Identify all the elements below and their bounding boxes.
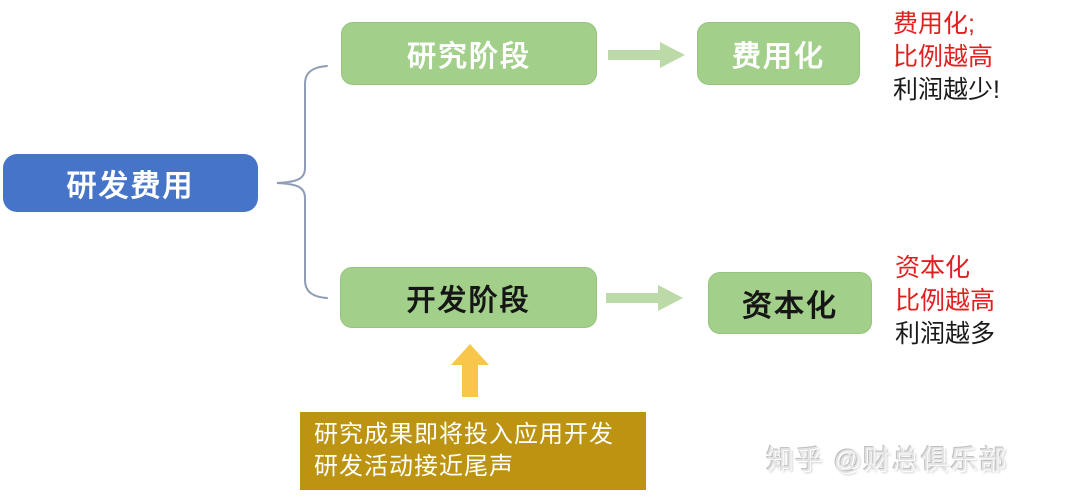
arrow-up-icon [451, 344, 489, 397]
development-stage-node: 开发阶段 [340, 267, 597, 328]
expensing-note-line2: 比例越高 [893, 43, 994, 71]
watermark: 知乎 @财总俱乐部 [766, 445, 1008, 475]
expensing-result-node: 费用化 [697, 22, 860, 85]
capitalization-note-line1: 资本化 [895, 254, 971, 282]
arrow-right-icon [608, 42, 685, 68]
capitalization-note-line2: 比例越高 [895, 287, 996, 315]
transition-note-line2: 研发活动接近尾声 [314, 453, 514, 480]
expensing-note-line1: 费用化; [893, 10, 975, 38]
curly-brace-connector-icon [276, 65, 328, 299]
research-stage-node: 研究阶段 [341, 22, 597, 85]
transition-note-box: 研究成果即将投入应用开发 研发活动接近尾声 [300, 412, 646, 490]
capitalization-note: 资本化 比例越高 利润越多 [895, 252, 995, 351]
root-node-rd-expense: 研发费用 [3, 154, 258, 212]
arrow-right-icon [606, 285, 683, 311]
expensing-note: 费用化; 比例越高 利润越少! [893, 8, 1000, 107]
capitalization-note-line3: 利润越多 [895, 320, 996, 348]
transition-note-line1: 研究成果即将投入应用开发 [314, 421, 614, 448]
expensing-note-line3: 利润越少! [893, 76, 1000, 104]
capitalization-result-node: 资本化 [708, 272, 872, 334]
